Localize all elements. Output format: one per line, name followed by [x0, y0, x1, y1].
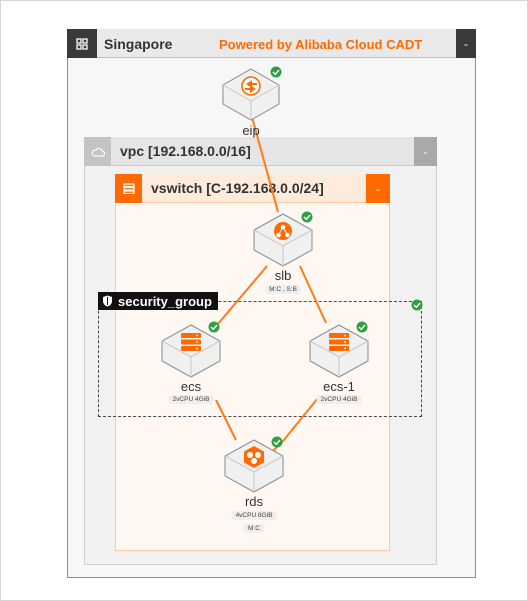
database-icon: [244, 446, 264, 468]
server-icon: [329, 333, 349, 351]
region-collapse-button[interactable]: -: [456, 29, 476, 58]
rds-label: rds: [244, 494, 264, 509]
grid-icon: [67, 29, 97, 58]
ecs-1-node[interactable]: [309, 321, 369, 378]
check-circle-icon: [301, 211, 313, 223]
load-balancer-icon: [274, 222, 292, 240]
check-circle-icon: [271, 436, 283, 448]
server-icon: [181, 333, 201, 351]
rds-spec-badge-mode: M:C: [244, 524, 264, 533]
slb-node[interactable]: [253, 211, 313, 267]
eip-icon: [241, 76, 261, 96]
vswitch-collapse-button[interactable]: -: [366, 174, 390, 203]
eip-node[interactable]: [222, 66, 282, 121]
vpc-collapse-button[interactable]: -: [414, 137, 437, 166]
security-group-label[interactable]: security_group: [98, 292, 218, 310]
vswitch-header: [115, 174, 390, 203]
check-circle-icon: [270, 66, 282, 78]
rds-spec-badge: 4vCPU 8GiB: [231, 511, 277, 520]
region-header: [67, 29, 476, 58]
ecs-spec-badge: 2vCPU 4GiB: [168, 395, 214, 404]
security-group-title: security_group: [118, 293, 212, 309]
edge-ecs-rds: [215, 399, 237, 441]
eip-label: eip: [242, 123, 260, 138]
shield-icon: [103, 295, 112, 307]
edge-eip-slb: [251, 116, 279, 213]
ecs-1-label: ecs-1: [323, 379, 355, 394]
rds-node[interactable]: [224, 436, 284, 493]
powered-by-label: Powered by Alibaba Cloud CADT: [219, 37, 423, 52]
check-circle-icon: [208, 321, 220, 333]
ecs-node[interactable]: [161, 321, 221, 378]
check-circle-icon: [411, 299, 423, 311]
vswitch-title: vswitch [C-192.168.0.0/24]: [151, 180, 324, 196]
check-circle-icon: [356, 321, 368, 333]
ecs-label: ecs: [180, 379, 202, 394]
vpc-title: vpc [192.168.0.0/16]: [120, 143, 251, 159]
switch-icon: [115, 174, 142, 203]
edge-ecs1-rds: [282, 397, 319, 442]
edge-slb-ecs1: [299, 265, 327, 324]
security-group-container: [98, 301, 422, 417]
ecs-1-spec-badge: 2vCPU 4GiB: [316, 395, 362, 404]
slb-spec-badge: M:C , S:B: [265, 285, 301, 294]
cloud-icon: [84, 137, 111, 166]
edge-slb-ecs: [211, 265, 268, 332]
region-title: Singapore: [104, 36, 173, 52]
slb-label: slb: [274, 268, 292, 283]
